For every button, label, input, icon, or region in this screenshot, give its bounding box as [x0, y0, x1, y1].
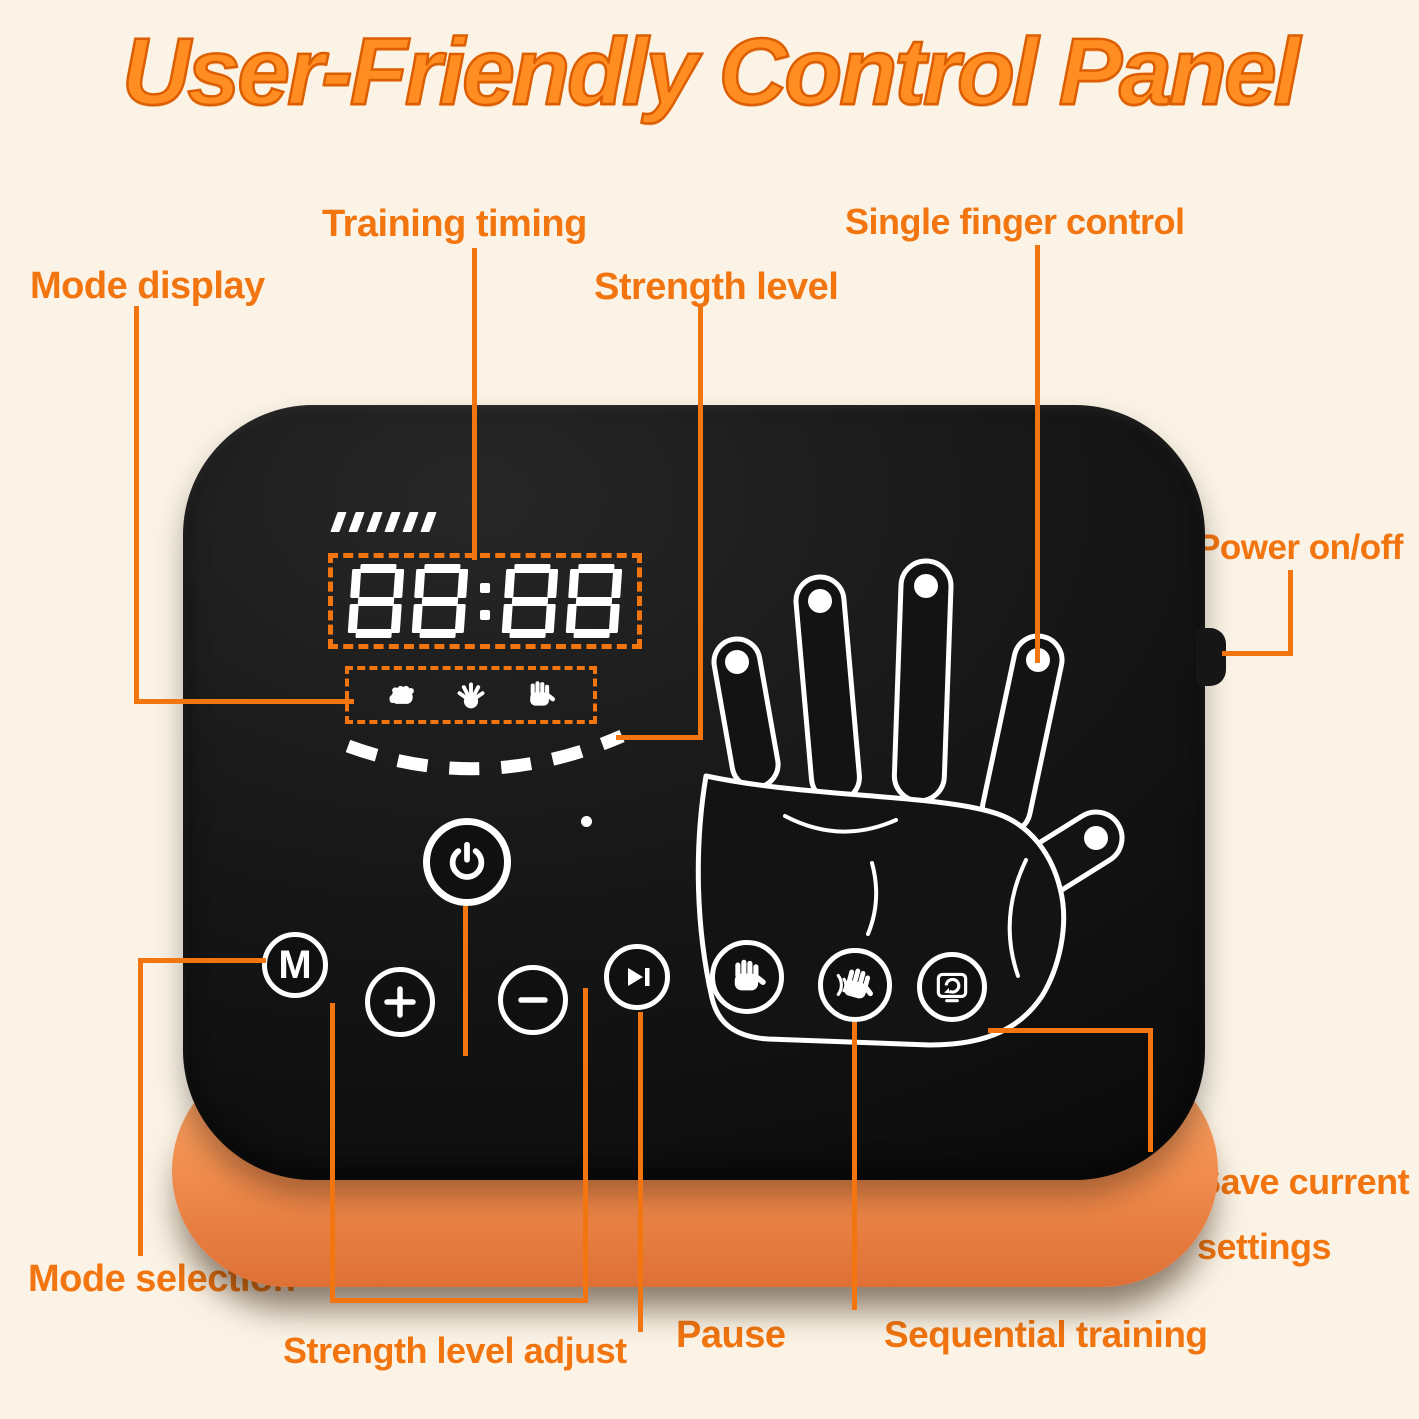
strength-decrease-button[interactable]: [498, 965, 568, 1035]
mode-button[interactable]: M: [262, 932, 328, 998]
label-pause: Pause: [676, 1314, 786, 1356]
label-power-on-off: Power on/off: [1197, 528, 1403, 567]
indicator-dot: [581, 816, 592, 827]
signal-ticks-icon: [330, 512, 437, 532]
callout-line-strength-level-h: [616, 735, 703, 740]
pause-button[interactable]: [604, 944, 670, 1010]
mode-button-label: M: [278, 942, 312, 987]
label-strength-level: Strength level: [594, 266, 839, 308]
strength-increase-button[interactable]: [365, 967, 435, 1037]
palm-hand-icon: [524, 679, 556, 711]
full-hand-training-button[interactable]: [710, 940, 784, 1014]
page-title: User-Friendly Control Panel: [121, 18, 1302, 127]
callout-line-mode-selection-v: [138, 958, 143, 1256]
callout-line-strength-adjust-right: [583, 988, 588, 1303]
grip-hand-icon: [386, 679, 418, 711]
callout-line-pause: [638, 1012, 643, 1332]
callout-line-training-timing: [472, 248, 477, 560]
minus-icon: [518, 997, 548, 1003]
power-button[interactable]: [423, 818, 511, 906]
callout-line-mode-display-h: [134, 699, 354, 704]
callout-line-onoff: [463, 906, 468, 1056]
callout-line-sequential: [852, 1022, 857, 1310]
strength-level-arc: [345, 730, 625, 776]
power-side-switch[interactable]: [1196, 628, 1226, 686]
label-mode-display: Mode display: [30, 265, 265, 307]
callout-line-power-v: [1288, 570, 1293, 656]
callout-line-strength-adjust-bottom: [330, 1298, 588, 1303]
palm-hand-icon: [727, 957, 767, 997]
label-save-current-settings: Save current settings: [1197, 1161, 1410, 1267]
sequential-training-button[interactable]: [818, 948, 892, 1022]
label-single-finger-control: Single finger control: [845, 201, 1185, 242]
power-icon: [444, 839, 490, 885]
plus-icon: [384, 986, 416, 1018]
callout-line-mode-display-v: [134, 306, 139, 704]
callout-line-mode-selection-h: [138, 958, 266, 963]
callout-line-power-h: [1222, 651, 1293, 656]
label-sequential-training: Sequential training: [884, 1314, 1208, 1355]
callout-line-strength-adjust-left: [330, 1003, 335, 1303]
spread-hand-icon: [455, 679, 487, 711]
mode-display-indicator: [345, 666, 597, 724]
callout-line-strength-level-v: [698, 306, 703, 740]
label-strength-level-adjust: Strength level adjust: [283, 1330, 627, 1371]
callout-line-save-v: [1148, 1028, 1153, 1152]
callout-line-single-finger: [1035, 245, 1040, 663]
save-settings-icon: [931, 966, 973, 1008]
label-training-timing: Training timing: [322, 203, 587, 245]
play-pause-icon: [619, 959, 655, 995]
segment-display: [328, 553, 642, 649]
wave-hand-icon: [832, 964, 878, 1006]
callout-line-save-h: [988, 1028, 1153, 1033]
save-settings-button[interactable]: [917, 952, 987, 1022]
